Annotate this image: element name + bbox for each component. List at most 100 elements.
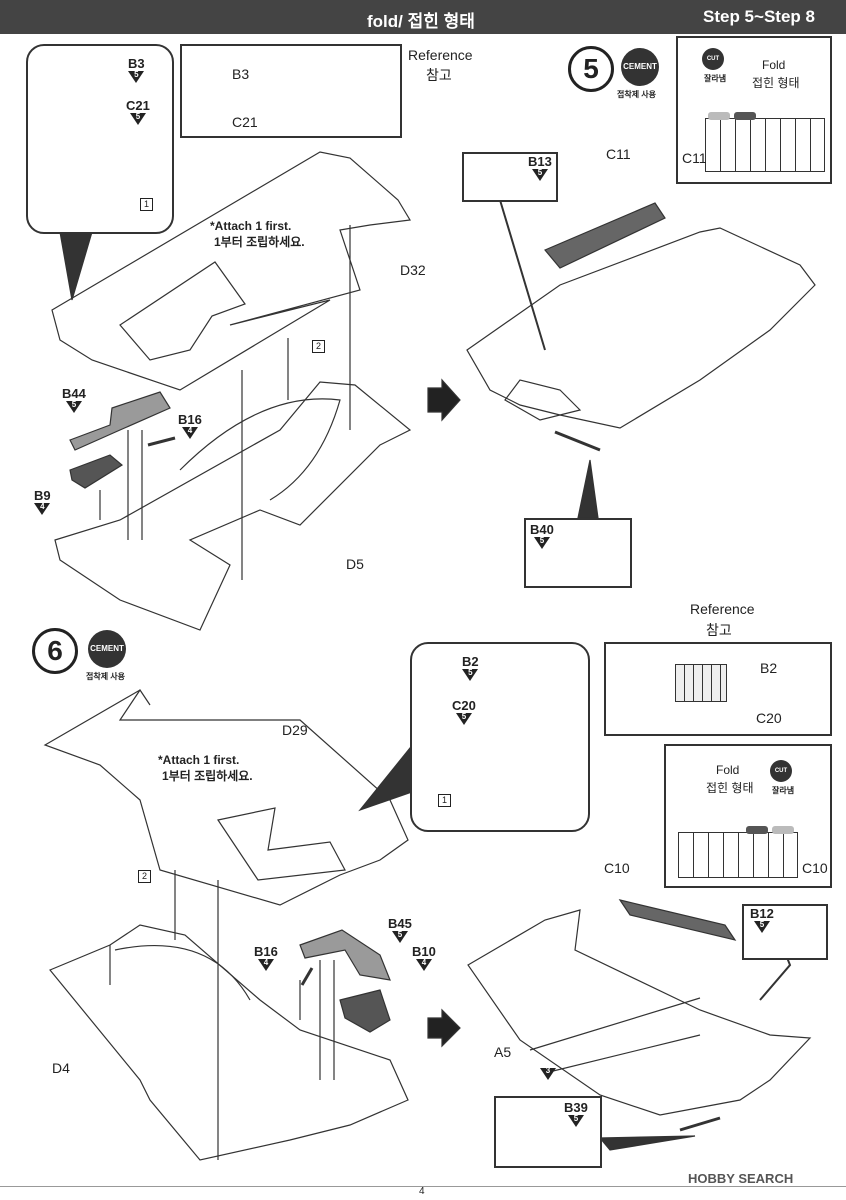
- part-b45-label: B45: [388, 916, 412, 931]
- part-tag-b45: B45 5: [388, 916, 412, 943]
- page-header: fold/ 접힌 형태 Step 5~Step 8: [0, 0, 846, 34]
- part-b39-label: B39: [564, 1100, 588, 1115]
- part-d4: D4: [52, 1060, 70, 1076]
- fold-c10-label: C10: [802, 860, 828, 876]
- reference-box-step5: [180, 44, 402, 138]
- cut-text: 잘라냄: [704, 74, 727, 83]
- part-tag-b13: B13 5: [528, 154, 552, 181]
- part-b10-label: B10: [412, 944, 436, 959]
- cut-text: 잘라냄: [772, 786, 795, 795]
- ref-b3-label: B3: [232, 66, 250, 82]
- part-b40-sprue: 5: [539, 536, 545, 545]
- part-tag-b3: B3 5: [128, 56, 145, 83]
- cement-icon: CEMENT: [621, 48, 659, 86]
- part-d29: D29: [282, 722, 308, 738]
- cut-icon: CUT: [702, 48, 724, 70]
- ref-c20-label: C20: [756, 710, 782, 726]
- fold-en: Fold: [762, 58, 786, 72]
- part-tag-c21: C21 5: [126, 98, 150, 125]
- fold-ko: 접힌 형태: [752, 76, 800, 90]
- attach-note-en-6: *Attach 1 first.: [158, 753, 240, 767]
- part-b10-sprue: 4: [421, 958, 427, 967]
- part-tag-c20: C20 5: [452, 698, 476, 725]
- attach-note-en: *Attach 1 first.: [210, 219, 292, 233]
- cut-icon: CUT: [770, 760, 792, 782]
- part-tag-b16-6: B16 4: [254, 944, 278, 971]
- part-tag-b9: B9 4: [34, 488, 51, 515]
- part-b39-sprue: 5: [573, 1114, 579, 1123]
- reference-ko-6: 참고: [706, 622, 732, 638]
- cement-icon: CEMENT: [88, 630, 126, 668]
- reference-ko: 참고: [426, 67, 452, 83]
- part-b16-sprue: 4: [187, 426, 193, 435]
- ref-c21-label: C21: [232, 114, 258, 130]
- fold-flap-diagram-6: [678, 832, 798, 878]
- part-b16-label: B16: [178, 412, 202, 427]
- sub-step-label-6: 1: [438, 794, 451, 807]
- step-number-6: 6: [32, 628, 78, 674]
- callout-3-marker: [540, 1068, 556, 1080]
- part-b2-sprue: 5: [468, 668, 473, 677]
- part-b16-sprue: 4: [263, 958, 269, 967]
- part-b44-label: B44: [62, 386, 86, 401]
- wing-lower-d5: [54, 381, 412, 631]
- part-b44-sprue: 5: [71, 400, 77, 409]
- cut-tab-6: [772, 826, 794, 834]
- header-steps: Step 5~Step 8: [703, 7, 815, 26]
- part-tag-b12: B12 5: [750, 906, 774, 933]
- watermark: HOBBY SEARCH: [688, 1171, 794, 1186]
- fold-tab-6: [746, 826, 768, 834]
- part-b13-sprue: 5: [537, 168, 543, 177]
- part-tag-b10: B10 4: [412, 944, 436, 971]
- callout-3: 3: [545, 1066, 551, 1075]
- part-d32: D32: [400, 262, 426, 278]
- part-b13-label: B13: [528, 154, 552, 169]
- part-b2-label: B2: [462, 654, 479, 669]
- part-b16-label: B16: [254, 944, 278, 959]
- part-b9-sprue: 4: [40, 502, 45, 511]
- wing-upper-d29: [43, 688, 409, 906]
- part-tag-b2: B2 5: [462, 654, 479, 681]
- part-box-b13: [462, 152, 558, 202]
- reference-part-drawing: [675, 664, 727, 702]
- cut-tab: [708, 112, 730, 120]
- part-tag-b44: B44 5: [62, 386, 86, 413]
- cement-text: 접착제 사용: [617, 90, 657, 99]
- header-title: fold/ 접힌 형태: [367, 12, 475, 31]
- detail-box-1-step5: [26, 44, 174, 234]
- part-b3-label: B3: [128, 56, 145, 71]
- part-b12-sprue: 5: [759, 920, 765, 929]
- part-tag-b40: B40 5: [530, 522, 554, 549]
- reference-en-6: Reference: [690, 601, 755, 617]
- part-b40-label: B40: [530, 522, 554, 537]
- sub-step-2-6: 2: [138, 870, 151, 883]
- fold-ko-6: 접힌 형태: [706, 781, 754, 795]
- part-a5: A5: [494, 1044, 512, 1060]
- part-box-b39: [494, 1096, 602, 1168]
- fold-tab: [734, 112, 756, 120]
- part-c21-sprue: 5: [135, 112, 141, 121]
- part-b9-label: B9: [34, 488, 51, 503]
- part-b45-sprue: 5: [397, 930, 403, 939]
- part-c21-label: C21: [126, 98, 150, 113]
- part-c10: C10: [604, 860, 630, 876]
- reference-en: Reference: [408, 47, 473, 63]
- fold-c11-label: C11: [682, 150, 707, 166]
- part-box-b40: [524, 518, 632, 588]
- page-number: 4: [419, 1186, 425, 1197]
- part-d5: D5: [346, 556, 364, 572]
- part-c20-label: C20: [452, 698, 476, 713]
- part-tag-b16: B16 4: [178, 412, 202, 439]
- part-tag-b39: B39 5: [564, 1100, 588, 1127]
- part-c20-sprue: 5: [461, 712, 467, 721]
- step-number-5: 5: [568, 46, 614, 92]
- attach-note-ko-6: 1부터 조립하세요.: [162, 769, 253, 783]
- part-b3-sprue: 5: [134, 70, 139, 79]
- sub-step-2: 2: [312, 340, 325, 353]
- wing-lower-d4: [49, 924, 409, 1161]
- part-c11: C11: [606, 146, 631, 162]
- sub-step-label: 1: [140, 198, 153, 211]
- part-b12-label: B12: [750, 906, 774, 921]
- footer-rule: [0, 1186, 846, 1187]
- cement-text: 접착제 사용: [86, 672, 126, 681]
